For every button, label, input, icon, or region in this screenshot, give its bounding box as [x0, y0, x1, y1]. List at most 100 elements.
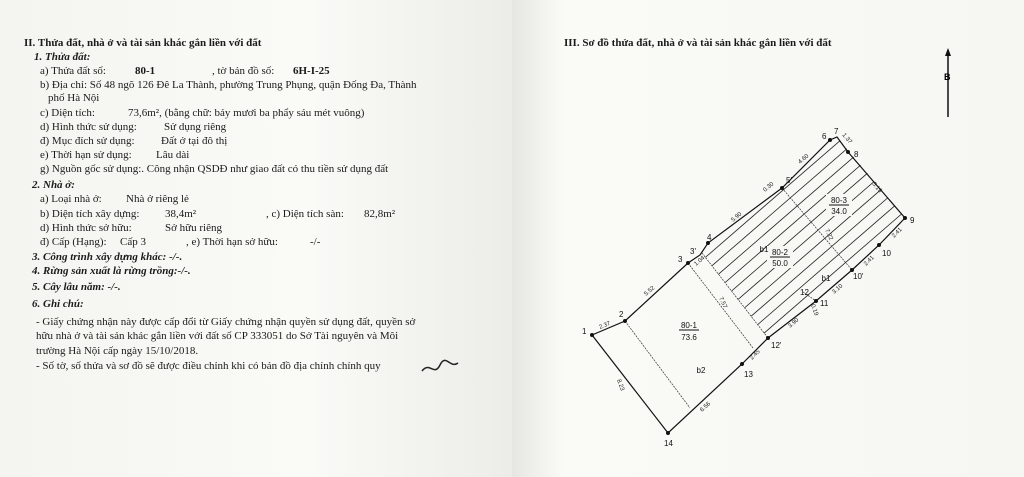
note-line: hữu nhà ở và tài sản khác gắn liền với đ…: [36, 330, 399, 342]
dimension-label: 8.23: [615, 379, 625, 393]
other-construction: 3. Công trình xây dựng khác: -/-.: [32, 251, 183, 263]
use-form-value: Sử dụng riêng: [164, 121, 227, 133]
grade-label: đ) Cấp (Hạng):: [40, 236, 107, 248]
dimension-label: 2.41: [891, 226, 904, 239]
note-line: - Giấy chứng nhận này được cấp đổi từ Gi…: [36, 316, 416, 328]
hatch-line: [702, 137, 718, 150]
parcel-labels: 80-3 34.0 80-2 50.0 80-1 73.6 b1 b1 b2: [679, 194, 852, 375]
hatch-line: [702, 137, 766, 193]
point-label: 9: [910, 216, 915, 225]
grade-value: Cấp 3: [120, 236, 146, 248]
dimension-label: 3.90: [787, 317, 800, 330]
building-label: b1: [760, 245, 769, 254]
point-label: 4: [707, 233, 712, 242]
point-label: 11: [820, 299, 829, 308]
dimension-label: 2.45: [749, 348, 762, 361]
address-line1: b) Địa chỉ: Số 48 ngõ 126 Đê La Thành, p…: [40, 79, 417, 91]
origin-row: g) Nguồn gốc sử dụng:. Công nhận QSDĐ nh…: [40, 163, 389, 175]
term-row: e) Thời hạn sử dụng: Lâu dài: [40, 149, 189, 162]
land-heading: 1. Thửa đất:: [34, 51, 91, 63]
forest: 4. Rừng sản xuất là rừng trồng:-/-.: [32, 265, 191, 277]
use-form-row: d) Hình thức sử dụng: Sử dụng riêng: [40, 121, 226, 134]
point-markers: [590, 138, 907, 435]
dimension-label: 7.22: [823, 228, 834, 242]
house-type-label: a) Loại nhà ở:: [40, 193, 102, 205]
map-value: 6H-I-25: [293, 65, 330, 77]
note-line: - Số tờ, số thửa và sơ đồ sẽ được điều c…: [36, 360, 381, 372]
dimension-label: 4.60: [797, 153, 810, 166]
area-row: c) Diện tích: 73,6m², (bằng chữ: bảy mươ…: [40, 107, 364, 120]
point-label: 3: [678, 255, 683, 264]
hatch-line: [837, 279, 905, 338]
point-label: 6: [822, 132, 827, 141]
dimension-label: 3.10: [831, 283, 844, 296]
parcel-row: a) Thửa đất số: 80-1 , tờ bản đồ số: 6H-…: [40, 65, 330, 78]
section-title: II. Thửa đất, nhà ở và tài sản khác gắn …: [24, 37, 262, 49]
dimension-label: 2.41: [863, 254, 876, 267]
floor-area-value: 82,8m²: [364, 208, 396, 220]
hatch-line: [702, 152, 905, 333]
hatch-line: [702, 137, 864, 277]
point-label: 13: [744, 370, 753, 379]
hatch-line: [804, 251, 905, 338]
floor-area-label: , c) Diện tích sàn:: [266, 208, 344, 220]
house-type-value: Nhà ở riêng lẻ: [126, 193, 189, 205]
parcel-id: 80-1: [681, 321, 698, 330]
hatch-line: [702, 137, 847, 263]
map-label: , tờ bản đồ số:: [212, 65, 275, 77]
point-label: 8: [854, 150, 859, 159]
area-value: 73,6m², (bằng chữ: bảy mươi ba phẩy sáu …: [128, 107, 365, 119]
point-label: 2: [619, 310, 624, 319]
point-label: 14: [664, 439, 673, 448]
build-area-row: b) Diện tích xây dựng: 38,4m² , c) Diện …: [40, 208, 395, 221]
right-page: III. Sơ đồ thửa đất, nhà ở và tài sản kh…: [512, 0, 1024, 477]
use-form-label: d) Hình thức sử dụng:: [40, 121, 137, 133]
term-value: Lâu dài: [156, 149, 190, 161]
perennial: 5. Cây lâu năm: -/-.: [32, 281, 121, 293]
parcel-id: 80-3: [831, 196, 848, 205]
point-label: 10': [853, 272, 864, 281]
hatch-line: [869, 307, 905, 338]
point-label: 3': [690, 247, 696, 256]
term-label: e) Thời hạn sử dụng:: [40, 149, 132, 161]
purpose-value: Đất ở tại đô thị: [161, 135, 228, 147]
own-term-value: -/-: [310, 236, 321, 248]
address-line2: phố Hà Nội: [48, 92, 100, 104]
build-area-value: 38,4m²: [165, 208, 197, 220]
parcel-id: 80-2: [772, 248, 789, 257]
hatch-line: [702, 137, 880, 291]
building-lines: [624, 187, 853, 409]
point-label: 10: [882, 249, 891, 258]
dimension-label: 7.57: [717, 296, 728, 310]
hatch-line: [723, 180, 905, 338]
point-label: 5': [786, 176, 792, 185]
own-form-value: Sở hữu riêng: [165, 222, 222, 234]
point-label: 12: [800, 288, 809, 297]
purpose-row: đ) Mục đích sử dụng: Đất ở tại đô thị: [40, 135, 227, 148]
area-label: c) Diện tích:: [40, 107, 95, 119]
parcel-area: 34.0: [831, 207, 847, 216]
own-term-label: , e) Thời hạn sở hữu:: [186, 236, 278, 248]
house-heading: 2. Nhà ở:: [32, 179, 75, 191]
parcel-label: a) Thửa đất số:: [40, 65, 106, 77]
house-type-row: a) Loại nhà ở: Nhà ở riêng lẻ: [40, 193, 189, 206]
parcel-area: 50.0: [772, 259, 788, 268]
build-area-label: b) Diện tích xây dựng:: [40, 208, 140, 220]
dimension-label: 5.15: [870, 181, 883, 194]
grade-row: đ) Cấp (Hạng): Cấp 3 , e) Thời hạn sở hữ…: [40, 236, 320, 249]
point-label: 7: [834, 127, 839, 136]
hatch-line: [702, 137, 815, 235]
hatch-line: [702, 137, 734, 164]
point-label: 12': [771, 341, 782, 350]
signature-mark: [421, 359, 459, 372]
dimension-label: 5.52: [643, 285, 656, 298]
north-label: B: [944, 72, 951, 82]
building-label: b1: [822, 274, 831, 283]
north-arrow-icon: [945, 48, 951, 117]
own-form-row: d) Hình thức sở hữu: Sở hữu riêng: [40, 222, 222, 235]
hatch-line: [885, 321, 905, 338]
left-page: II. Thửa đất, nhà ở và tài sản khác gắn …: [0, 0, 512, 477]
hatch-line: [702, 137, 799, 221]
notes-heading: 6. Ghi chú:: [32, 298, 84, 310]
dimension-label: 0.30: [762, 181, 775, 194]
